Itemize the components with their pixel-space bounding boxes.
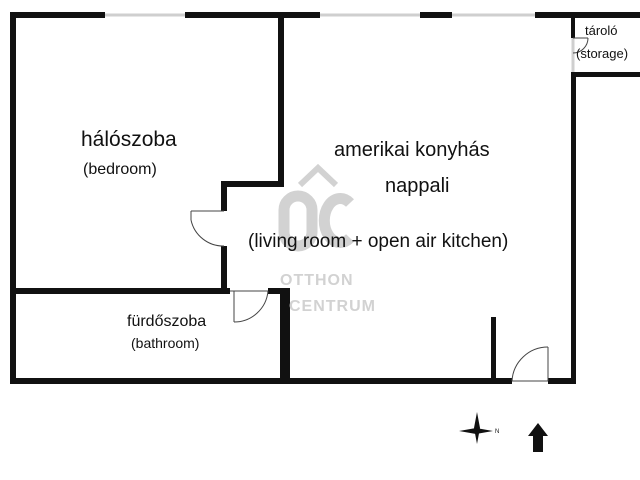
watermark-logo — [278, 163, 354, 252]
watermark-line1: OTTHON — [280, 272, 354, 289]
wall-top-left — [10, 12, 105, 18]
door-storage — [572, 37, 589, 54]
bathroom-label-en: (bathroom) — [131, 335, 200, 351]
wall-storage-top — [571, 18, 575, 38]
door-bathroom — [230, 290, 269, 323]
watermark-line2: CENTRUM — [289, 298, 376, 315]
wall-bed-bottom — [10, 288, 230, 294]
compass-north-label: N — [495, 429, 499, 435]
wall-top-mid2 — [420, 12, 452, 18]
entrance-arrow-icon — [528, 423, 548, 452]
wall-bath-top-right — [268, 288, 290, 294]
storage-label-en: (storage) — [576, 46, 629, 61]
storage-label-hu: tároló — [585, 23, 618, 38]
wall-bath-right — [280, 288, 290, 380]
wall-bottom-right — [548, 378, 576, 384]
doors — [190, 37, 589, 382]
wall-top-mid — [185, 12, 320, 18]
living-label-en: (living room + open air kitchen) — [248, 231, 509, 252]
wall-kitchen-stub — [491, 317, 496, 380]
windows — [105, 13, 575, 72]
wall-jog-h — [221, 181, 284, 187]
wall-jog-v2 — [221, 246, 227, 293]
bathroom-label-hu: fürdőszoba — [127, 313, 207, 330]
wall-storage-bottom — [575, 72, 640, 77]
bedroom-label-hu: hálószoba — [81, 128, 177, 151]
wall-bed-right — [278, 12, 284, 184]
bedroom-label-en: (bedroom) — [83, 161, 157, 178]
wall-bottom — [10, 378, 512, 384]
wall-jog-v1 — [221, 181, 227, 211]
wall-left — [10, 12, 16, 384]
door-bedroom — [190, 210, 225, 247]
wall-top-right — [535, 12, 640, 18]
compass-icon — [459, 412, 493, 444]
door-entrance — [511, 346, 549, 382]
living-label-hu-line2: nappali — [385, 175, 450, 197]
wall-right — [571, 72, 576, 384]
walls — [10, 12, 640, 384]
living-label-hu-line1: amerikai konyhás — [334, 139, 490, 161]
